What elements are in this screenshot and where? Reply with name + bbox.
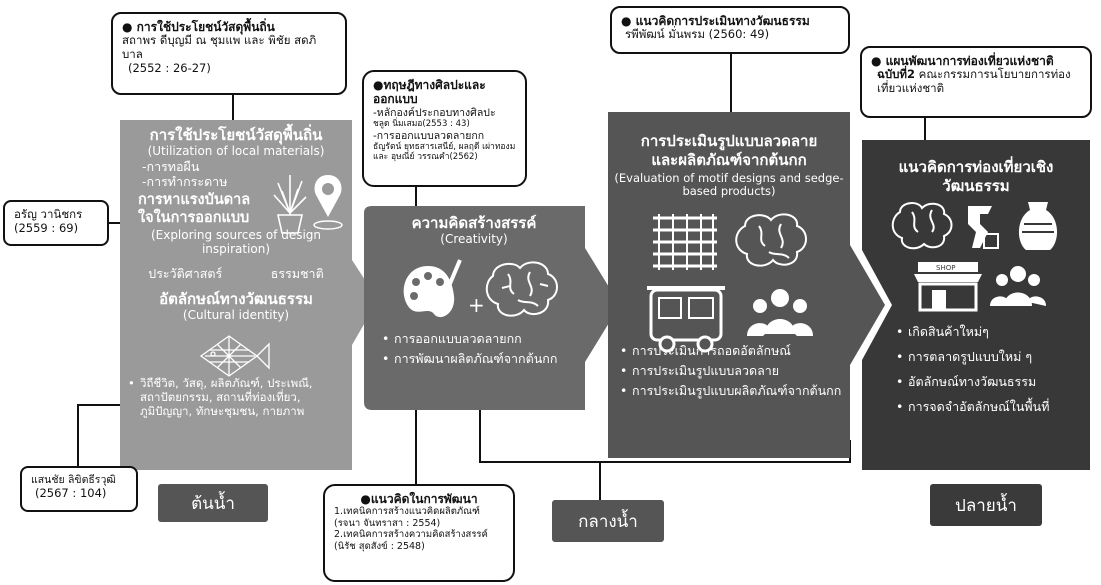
bullet-cultural-identity: อัตลักษณ์ทางวัฒนธรรม: [896, 374, 1086, 389]
plus-sign: +: [468, 293, 485, 317]
note-cultural-eval: ● แนวคิดการประเมินทางวัฒนธรรม รพีพัฒน์ ม…: [610, 6, 850, 54]
upstream-heading: การใช้ประโยชน์วัสดุพื้นถิ่น: [149, 126, 323, 144]
note-ref: ฉบับที่2 คณะกรรมการนโยบายการท่องเที่ยวแห…: [877, 67, 1071, 96]
woven-pattern-icon: [653, 214, 717, 270]
bullet-product-dev: การพัฒนาผลิตภัณฑ์จากต้นกก: [382, 351, 580, 366]
upstream-heading-en: (Utilization of local materials): [147, 143, 325, 158]
label-upstream: ต้นน้ำ: [158, 484, 268, 522]
people-group-icon: [990, 266, 1046, 306]
midstream-icons: [647, 213, 813, 353]
note-title: ● แผนพัฒนาการท่องเที่ยวแห่งชาติ: [871, 54, 1054, 68]
bullet-motif-design: การออกแบบลวดลายกก: [382, 331, 580, 346]
upstream-bullets: -การทอผืน -การทำกระดาษ: [124, 159, 348, 189]
midstream-heading: การประเมินรูปแบบลวดลายและผลิตภัณฑ์จากต้น…: [640, 132, 818, 169]
note-name: อรัญ วานิชกร: [14, 207, 83, 221]
note-title: ● แนวคิดการประเมินทางวัฒนธรรม: [621, 14, 810, 28]
note-cite: (2552 : 26-27): [128, 60, 211, 75]
upstream-heading3: อัตลักษณ์ทางวัฒนธรรม: [159, 290, 313, 309]
note-title: ●แนวคิดในการพัฒนา: [360, 492, 478, 506]
stage-upstream: การใช้ประโยชน์วัสดุพื้นถิ่น (Utilization…: [124, 126, 348, 466]
note-item: 1.เทคนิคการสร้างแนวคิดผลิตภัณฑ์: [334, 506, 480, 518]
shop-sign: SHOP: [936, 264, 955, 272]
tuktuk-icon: [647, 286, 725, 353]
bullet-papermaking: -การทำกระดาษ: [142, 173, 228, 189]
brain-icon: [485, 261, 558, 317]
note-item: -หลักองค์ประกอบทางศิลปะ: [373, 106, 496, 119]
brain-icon: [891, 202, 953, 250]
downstream-heading: แนวคิดการท่องเที่ยวเชิงวัฒนธรรม: [898, 158, 1054, 195]
bullet-motif-eval: การประเมินรูปแบบลวดลาย: [620, 363, 846, 378]
word-nature: ธรรมชาติ: [270, 266, 324, 282]
upstream-words: ประวัติศาสตร์ ธรรมชาติ: [124, 264, 348, 284]
people-group-icon: [747, 289, 813, 336]
plant-pot-icon: [273, 175, 307, 234]
shop-icon: SHOP: [914, 262, 982, 312]
creativity-heading: ความคิดสร้างสรรค์: [411, 214, 537, 232]
brain-icon: [735, 213, 807, 267]
upstream-heading2: การหาแรงบันดาลใจในการออกแบบ: [138, 191, 251, 226]
culture-list-item: วิถีชีวิต, วัสดุ, ผลิตภัณฑ์, ประเพณี, สถ…: [128, 376, 348, 418]
bullet-new-products: เกิดสินค้าใหม่ๆ: [896, 324, 1086, 339]
upstream-heading2-en: (Exploring sources of design inspiration…: [150, 227, 322, 256]
plant-location-icons: [273, 175, 343, 234]
bullet-product-eval: การประเมินรูปแบบผลิตภัณฑ์จากต้นกก: [620, 383, 846, 398]
note-saensai: แสนชัย ลิขิตธีรวุฒิ (2567 : 104): [20, 466, 138, 512]
note-cite: (2567 : 104): [35, 485, 107, 500]
midstream-heading-en: (Evaluation of motif designs and sedge-b…: [614, 170, 844, 198]
note-cite: (2559 : 69): [14, 220, 79, 235]
word-history: ประวัติศาสตร์: [148, 266, 223, 282]
note-tourism-plan: ● แผนพัฒนาการท่องเที่ยวแห่งชาติ ฉบับที่2…: [860, 46, 1092, 118]
note-item: 2.เทคนิคการสร้างความคิดสร้างสรรค์: [334, 529, 488, 541]
note-art-theory: ●ทฤษฎีทางศิลปะและออกแบบ -หลักองค์ประกอบท…: [362, 70, 527, 187]
naga-icon: [968, 206, 999, 249]
vase-icon: [1018, 202, 1058, 250]
palette-brush-icon: [403, 259, 462, 318]
note-ref: ชลูด นิ่มเสมอ(2553 : 43): [373, 119, 470, 130]
note-development: ●แนวคิดในการพัฒนา 1.เทคนิคการสร้างแนวคิด…: [323, 484, 515, 582]
note-authors: สถาพร ดีบุญมี ณ ชุมแพ และ พิชัย สดภิบาล: [122, 33, 317, 62]
label-downstream: ปลายน้ำ: [930, 484, 1042, 526]
creativity-heading-en: (Creativity): [440, 231, 508, 246]
bullet-new-marketing: การตลาดรูปแบบใหม่ ๆ: [896, 349, 1086, 364]
creativity-bullets: การออกแบบลวดลายกก การพัฒนาผลิตภัณฑ์จากต้…: [368, 329, 580, 366]
note-ref: รพีพัฒน์ มั่นพรม (2560: 49): [625, 27, 770, 42]
note-title: ●ทฤษฎีทางศิลปะและออกแบบ: [373, 78, 486, 107]
downstream-icons: SHOP: [891, 202, 1058, 312]
upstream-heading3-en: (Cultural identity): [182, 308, 290, 323]
note-item: -การออกแบบลวดลายกก: [373, 129, 485, 142]
note-local-materials: ● การใช้ประโยชน์วัสดุพื้นถิ่น สถาพร ดีบุ…: [111, 12, 347, 95]
stage-downstream: แนวคิดการท่องเที่ยวเชิงวัฒนธรรม เกิดสินค…: [866, 150, 1086, 465]
stage-creativity: ความคิดสร้างสรรค์ (Creativity) การออกแบบ…: [368, 214, 580, 404]
downstream-bullets: เกิดสินค้าใหม่ๆ การตลาดรูปแบบใหม่ ๆ อัตล…: [866, 324, 1086, 414]
upstream-culture-list: วิถีชีวิต, วัสดุ, ผลิตภัณฑ์, ประเพณี, สถ…: [124, 376, 348, 418]
note-ref: (นิรัช สุดสังข์ : 2548): [334, 540, 425, 552]
connector-saensai: [77, 404, 128, 470]
creativity-icons: +: [403, 259, 558, 318]
note-title: ● การใช้ประโยชน์วัสดุพื้นถิ่น: [122, 20, 275, 34]
note-ref: (รจนา จันทราสา : 2554): [334, 517, 441, 529]
note-ref: ธัญรัตน์ ยุทธสารเสนีย์, ผลฤดี เผ่าทองม แ…: [373, 142, 516, 163]
bullet-identity-recall: การจดจำอัตลักษณ์ในพื้นที่: [896, 399, 1086, 414]
note-arun: อรัญ วานิชกร (2559 : 69): [3, 200, 109, 246]
bullet-weaving: -การทอผืน: [142, 158, 200, 174]
location-pin-icon: [313, 175, 343, 230]
note-name: แสนชัย ลิขิตธีรวุฒิ: [31, 474, 116, 486]
label-midstream: กลางน้ำ: [552, 500, 664, 542]
fish-icon: [199, 335, 270, 377]
